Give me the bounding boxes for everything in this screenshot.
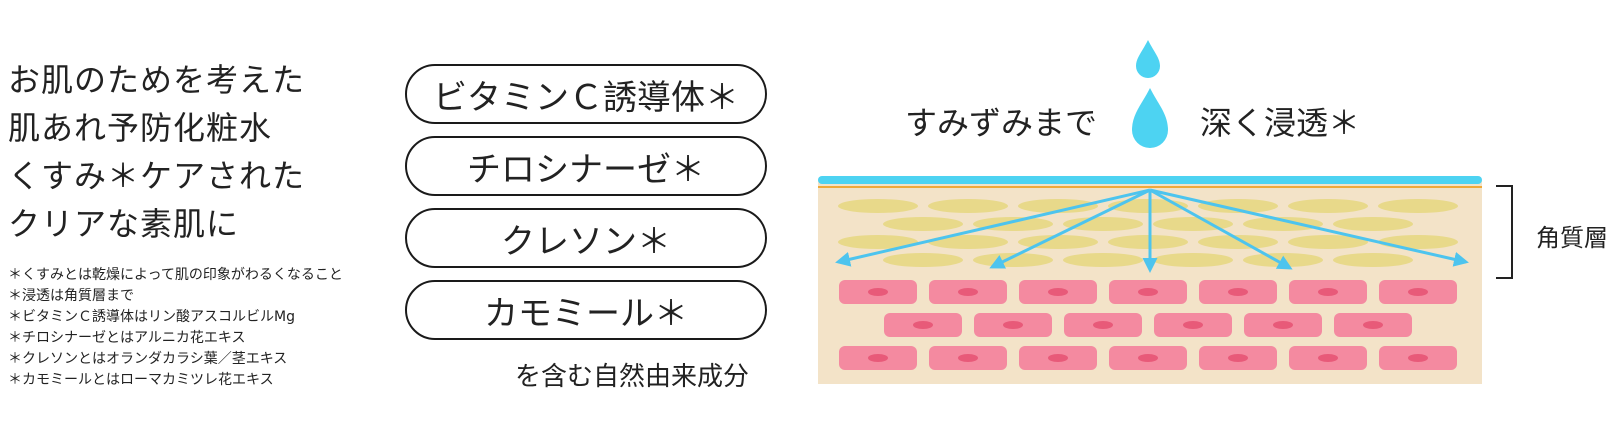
footnote: ＊浸透は角質層まで [8, 288, 134, 304]
cell-nucleus [1273, 321, 1293, 329]
horny-cell [1063, 253, 1143, 267]
horny-cell [1153, 253, 1233, 267]
cell-nucleus [1228, 354, 1248, 362]
diagram-left-text: すみずみまで [905, 104, 1098, 142]
footnote: ＊チロシナーゼとはアルニカ花エキス [8, 330, 246, 346]
cell-nucleus [1318, 288, 1338, 296]
penetration-arrow [1149, 188, 1469, 267]
skin-layer [818, 180, 1482, 384]
headline-line-4: クリアな素肌に [8, 205, 240, 243]
cell-nucleus [958, 288, 978, 296]
horny-cell [1243, 253, 1323, 267]
horny-cell [928, 235, 1008, 249]
horny-cell [1063, 217, 1143, 231]
skin-cell [974, 313, 1052, 337]
ingredients-caption: を含む自然由来成分 [515, 362, 750, 392]
cell-nucleus [958, 354, 978, 362]
cell-nucleus [1138, 354, 1158, 362]
cell-nucleus [1138, 288, 1158, 296]
penetration-arrow [989, 188, 1151, 269]
skin-cell [1109, 346, 1187, 370]
horny-cell [1153, 217, 1233, 231]
footnotes: ＊くすみとは乾燥によって肌の印象がわるくなること ＊浸透は角質層まで ＊ビタミン… [8, 265, 343, 391]
cell-nucleus [1363, 321, 1383, 329]
horny-cell [1333, 253, 1413, 267]
horny-cell [973, 253, 1053, 267]
skin-cell [929, 280, 1007, 304]
footnote: ＊くすみとは乾燥によって肌の印象がわるくなること [8, 267, 343, 283]
cell-nucleus [1408, 354, 1428, 362]
horny-cell [838, 235, 918, 249]
horny-cell [1378, 199, 1458, 213]
cell-nucleus [1093, 321, 1113, 329]
skin-cell [1289, 346, 1367, 370]
cell-nucleus [1318, 354, 1338, 362]
horny-cell [1108, 199, 1188, 213]
diagram-right-text: 深く浸透＊ [1200, 104, 1361, 142]
ingredient-label: チロシナーゼ＊ [467, 149, 705, 190]
ingredient-pill-cresson: クレソン＊ [405, 208, 767, 268]
cell-nucleus [1003, 321, 1023, 329]
skin-cell [1334, 313, 1412, 337]
horny-cell [1243, 217, 1323, 231]
horny-cell [838, 199, 918, 213]
footnote: ＊クレソンとはオランダカラシ葉／茎エキス [8, 351, 288, 367]
skin-cell [1199, 280, 1277, 304]
skin-cell [1109, 280, 1187, 304]
horny-cell [1288, 199, 1368, 213]
headline-line-1: お肌のためを考えた [8, 61, 306, 99]
horny-cell [1018, 199, 1098, 213]
cell-nucleus [1183, 321, 1203, 329]
horny-cell [1378, 235, 1458, 249]
stratum-corneum-label: 角質層 [1536, 224, 1608, 252]
horny-cell [928, 199, 1008, 213]
ingredient-pill-chamomile: カモミール＊ [405, 280, 767, 340]
large-drop-icon [1132, 88, 1168, 148]
horny-cell [973, 217, 1053, 231]
penetration-arrow [835, 188, 1151, 267]
skin-cell [1019, 346, 1097, 370]
penetration-arrow [1149, 188, 1293, 270]
ingredient-label: カモミール＊ [484, 293, 688, 334]
small-drop-icon [1136, 40, 1160, 78]
skin-cell [1154, 313, 1232, 337]
skin-cell [1379, 280, 1457, 304]
footnote: ＊ビタミンＣ誘導体はリン酸アスコルビルMg [8, 309, 295, 325]
ingredient-pill-vitamin-c: ビタミンＣ誘導体＊ [405, 64, 767, 124]
headline-line-2: 肌あれ予防化粧水 [8, 109, 273, 147]
headline: お肌のためを考えた 肌あれ予防化粧水 くすみ＊ケアされた クリアな素肌に [8, 56, 305, 248]
cell-nucleus [1228, 288, 1248, 296]
ingredient-pill-tyrosinase: チロシナーゼ＊ [405, 136, 767, 196]
skin-surface [818, 176, 1482, 184]
horny-cell [883, 217, 963, 231]
headline-line-3: くすみ＊ケアされた [8, 157, 306, 195]
cell-nucleus [1408, 288, 1428, 296]
cell-nucleus [868, 288, 888, 296]
horny-cell [883, 253, 963, 267]
skin-cell [884, 313, 962, 337]
skin-cell [1199, 346, 1277, 370]
cell-nucleus [868, 354, 888, 362]
cell-nucleus [913, 321, 933, 329]
footnote: ＊カモミールとはローマカミツレ花エキス [8, 372, 274, 388]
skin-cell [839, 346, 917, 370]
ingredient-label: クレソン＊ [501, 221, 671, 262]
horny-cell [1018, 235, 1098, 249]
ingredient-label: ビタミンＣ誘導体＊ [433, 77, 739, 118]
horny-cell [1288, 235, 1368, 249]
cell-nucleus [1048, 354, 1068, 362]
skin-cell [1289, 280, 1367, 304]
cell-nucleus [1048, 288, 1068, 296]
layer-bracket [1496, 185, 1513, 279]
skin-cell [1019, 280, 1097, 304]
skin-cell [1379, 346, 1457, 370]
horny-cell [1108, 235, 1188, 249]
skin-cell [1244, 313, 1322, 337]
horny-cell [1333, 217, 1413, 231]
skin-cell [929, 346, 1007, 370]
skin-cell [1064, 313, 1142, 337]
horny-cell [1198, 235, 1278, 249]
skin-cell [839, 280, 917, 304]
horny-cell [1198, 199, 1278, 213]
